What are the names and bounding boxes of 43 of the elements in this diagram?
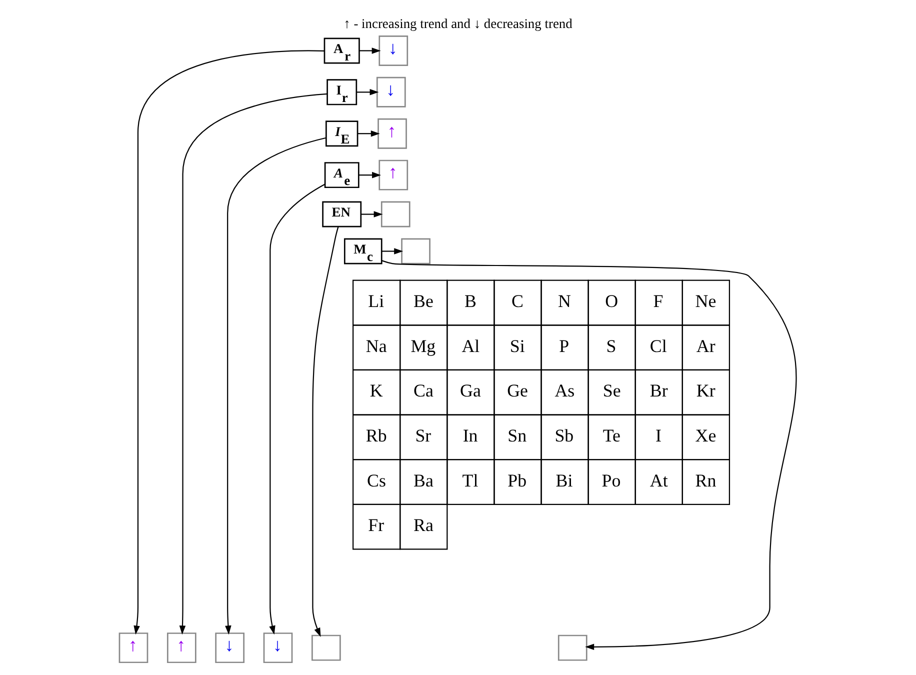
label: Ca: [414, 380, 434, 401]
label: Al: [462, 336, 480, 356]
label: K: [370, 380, 383, 401]
label: Ra: [414, 515, 434, 536]
label: Fr: [368, 515, 384, 536]
label: Ga: [460, 380, 481, 401]
label: In: [462, 425, 478, 446]
label: Bi: [556, 470, 573, 490]
label: As: [554, 380, 575, 401]
label: Ne: [695, 291, 716, 312]
label: Tl: [462, 470, 478, 490]
label: Ba: [414, 470, 434, 490]
label: Xe: [695, 425, 716, 446]
label: Ar: [696, 336, 716, 356]
label: F: [653, 291, 664, 312]
label: Cs: [367, 470, 386, 490]
label: N: [558, 291, 571, 312]
label: At: [650, 470, 668, 490]
label: Sb: [554, 425, 574, 446]
label: Kr: [696, 380, 716, 401]
label: Mg: [410, 336, 436, 356]
label: P: [559, 336, 570, 356]
label: S: [606, 336, 616, 356]
label: I: [656, 425, 662, 446]
label: Be: [414, 291, 434, 312]
label: C: [512, 291, 524, 312]
label: Sn: [508, 425, 527, 446]
label: Br: [650, 380, 668, 401]
diagram-title: ↑ - increasing trend and ↓ decreasing trend: [344, 16, 572, 31]
label: Pb: [508, 470, 527, 490]
label: Po: [602, 470, 621, 490]
label: Te: [602, 425, 621, 446]
label: Se: [602, 380, 621, 401]
label: Cl: [650, 336, 667, 356]
label: Li: [368, 291, 384, 312]
label: Ge: [507, 380, 528, 401]
label: Sr: [415, 425, 432, 446]
label: O: [605, 291, 618, 312]
label: Rb: [366, 425, 387, 446]
label: B: [464, 291, 476, 312]
label: Na: [366, 336, 387, 356]
label: Si: [510, 336, 525, 356]
label: Rn: [695, 470, 716, 490]
